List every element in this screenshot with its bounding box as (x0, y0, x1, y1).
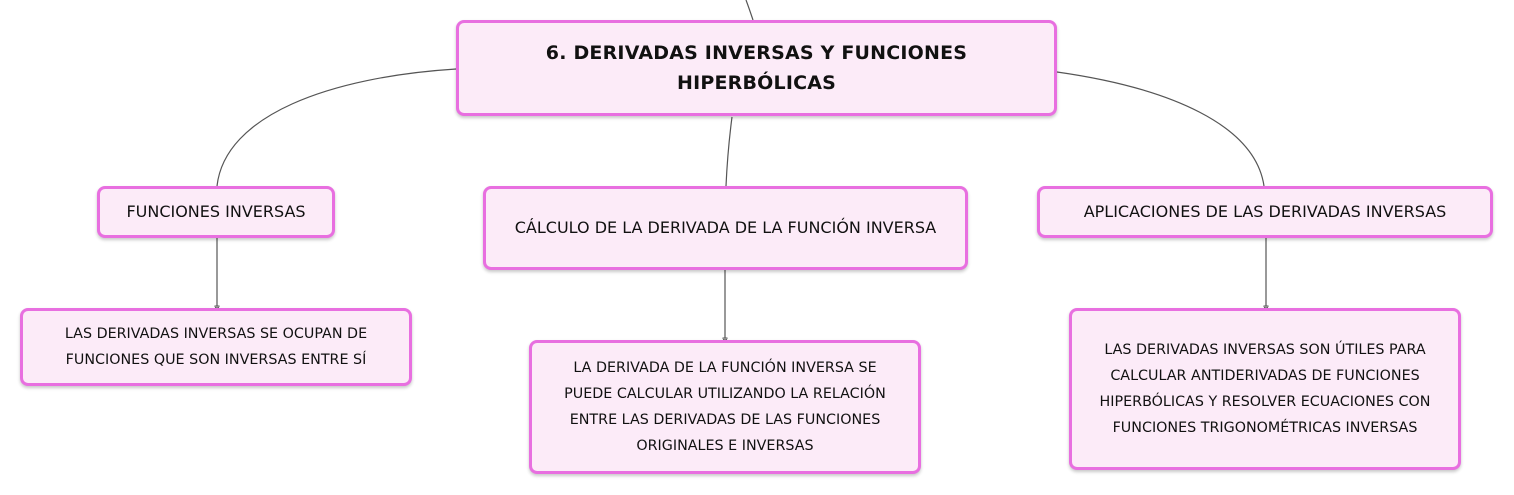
subtopic-text: LAS DERIVADAS INVERSAS SON ÚTILES PARA C… (1099, 342, 1431, 436)
subtopic-text: LAS DERIVADAS INVERSAS SE OCUPAN DE FUNC… (64, 326, 368, 368)
connector-root-to-calculo (725, 116, 733, 187)
connector-root-to-funciones-inversas (216, 68, 457, 187)
topic-label: CÁLCULO DE LA DERIVADA DE LA FUNCIÓN INV… (514, 218, 937, 237)
topic-label: FUNCIONES INVERSAS (126, 202, 306, 221)
topic-label: APLICACIONES DE LAS DERIVADAS INVERSAS (1083, 202, 1447, 221)
subtopic-node-calculo-derivada[interactable]: LA DERIVADA DE LA FUNCIÓN INVERSA SE PUE… (529, 340, 921, 474)
central-topic-node[interactable]: 6. DERIVADAS INVERSAS Y FUNCIONES HIPERB… (456, 20, 1057, 116)
parent-connector (745, 0, 754, 21)
topic-node-aplicaciones[interactable]: APLICACIONES DE LAS DERIVADAS INVERSAS (1037, 186, 1493, 238)
subtopic-node-aplicaciones[interactable]: LAS DERIVADAS INVERSAS SON ÚTILES PARA C… (1069, 308, 1461, 470)
topic-node-funciones-inversas[interactable]: FUNCIONES INVERSAS (97, 186, 335, 238)
connector-root-to-aplicaciones (1056, 71, 1265, 187)
subtopic-text: LA DERIVADA DE LA FUNCIÓN INVERSA SE PUE… (564, 360, 886, 454)
central-topic-title: 6. DERIVADAS INVERSAS Y FUNCIONES HIPERB… (545, 42, 968, 94)
topic-node-calculo-derivada[interactable]: CÁLCULO DE LA DERIVADA DE LA FUNCIÓN INV… (483, 186, 968, 270)
subtopic-node-funciones-inversas[interactable]: LAS DERIVADAS INVERSAS SE OCUPAN DE FUNC… (20, 308, 412, 386)
